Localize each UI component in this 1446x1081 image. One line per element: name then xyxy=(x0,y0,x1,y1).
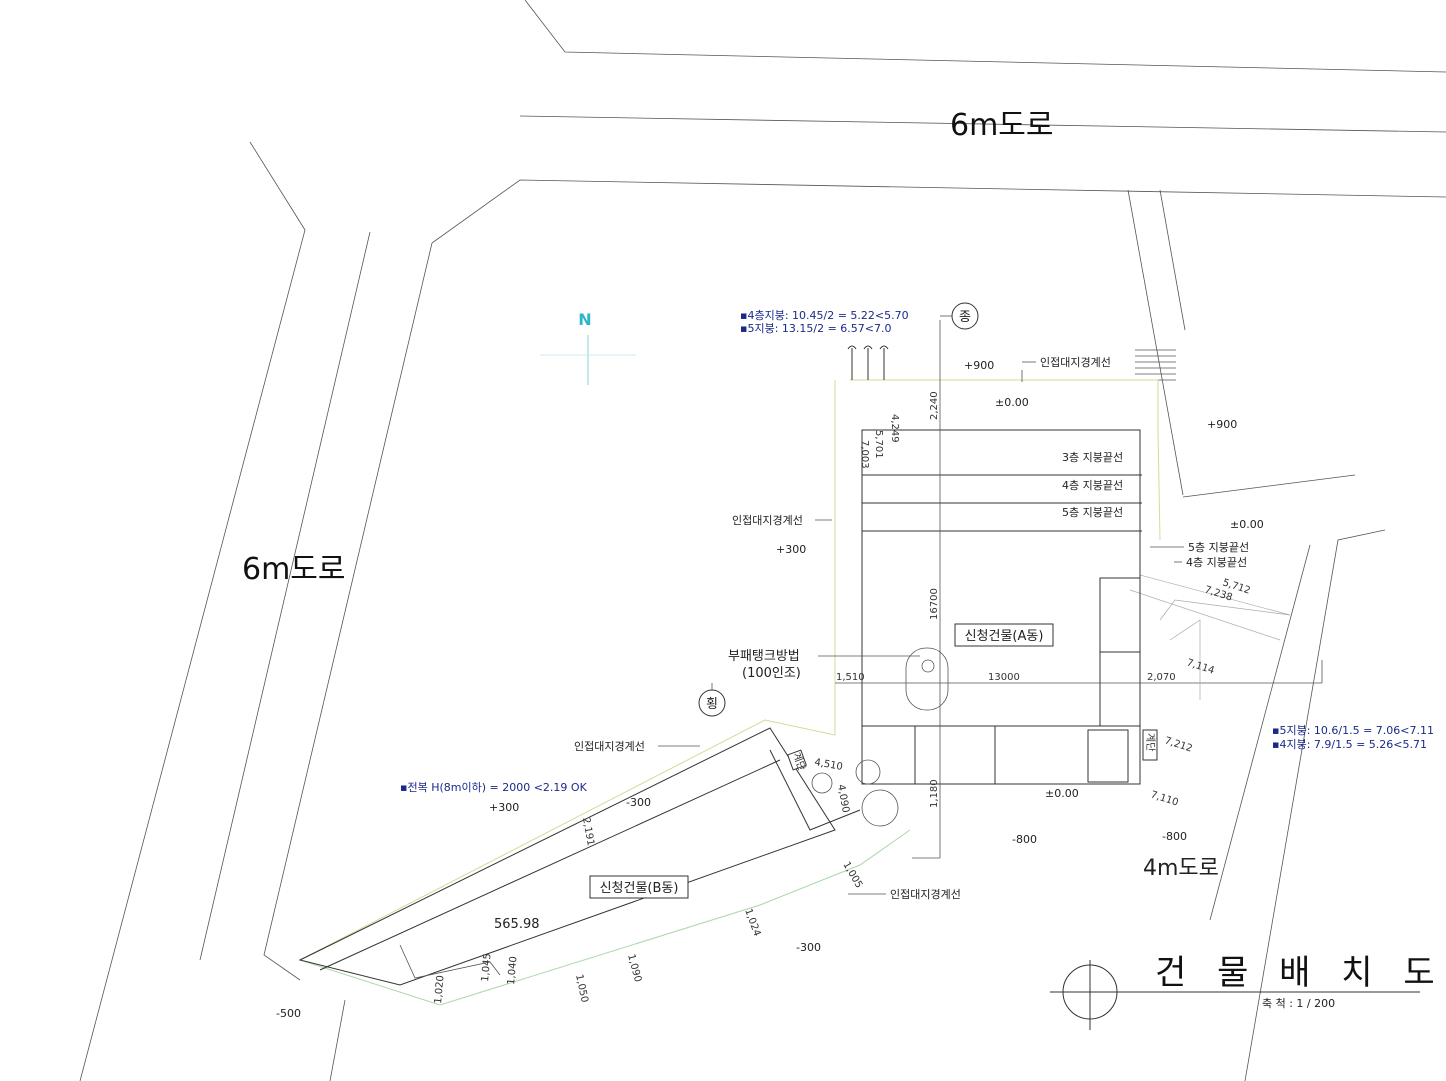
svg-text:16700: 16700 xyxy=(929,588,940,620)
entrance-steps xyxy=(1135,349,1176,381)
svg-text:+300: +300 xyxy=(776,543,806,556)
drawing-scale: 축 척 : 1 / 200 xyxy=(1262,997,1335,1010)
building-b-label: 신청건물(B동) xyxy=(589,875,689,899)
svg-text:-300: -300 xyxy=(796,941,821,954)
svg-text:1,090: 1,090 xyxy=(625,953,643,984)
title-block: 건 물 배 치 도 축 척 : 1 / 200 xyxy=(1050,953,1445,1030)
svg-text:13000: 13000 xyxy=(988,672,1020,683)
north-arrow: N xyxy=(540,310,636,385)
road-label-bottom-right: 4m도로 xyxy=(1143,856,1219,881)
road-label-left: 6m도로 xyxy=(242,552,346,587)
svg-text:2,191: 2,191 xyxy=(580,817,596,847)
roof-line-3: 3층 지붕끝선 xyxy=(1062,451,1123,464)
svg-text:1,045: 1,045 xyxy=(480,953,493,982)
svg-text:±0.00: ±0.00 xyxy=(995,396,1029,409)
svg-text:±0.00: ±0.00 xyxy=(1230,518,1264,531)
svg-text:1,050: 1,050 xyxy=(573,973,590,1003)
road-lines xyxy=(79,0,1446,1081)
svg-text:-800: -800 xyxy=(1012,833,1037,846)
svg-text:신청건물(A동): 신청건물(A동) xyxy=(965,629,1044,644)
svg-text:5,701: 5,701 xyxy=(873,430,884,459)
building-a-label: 신청건물(A동) xyxy=(954,623,1054,647)
svg-text:1,510: 1,510 xyxy=(836,672,865,683)
note-front: ▪전복 H(8m이하) = 2000 <2.19 OK xyxy=(400,780,588,794)
svg-text:+900: +900 xyxy=(1207,418,1237,431)
north-label: N xyxy=(578,310,591,329)
svg-text:4,249: 4,249 xyxy=(889,414,900,443)
stair-mark-b: 계단 xyxy=(787,749,808,772)
svg-text:-500: -500 xyxy=(276,1007,301,1020)
svg-text:4,510: 4,510 xyxy=(813,757,843,773)
roof-line-4b: 4층 지붕끝선 xyxy=(1186,556,1247,569)
roof-line-5b: 5층 지붕끝선 xyxy=(1188,541,1249,554)
note-setback-a1: ▪4층지붕: 10.45/2 = 5.22<5.70 xyxy=(740,309,909,322)
svg-text:4,090: 4,090 xyxy=(835,784,851,814)
svg-text:1,040: 1,040 xyxy=(506,956,519,985)
note-setback-a2: ▪5지붕: 13.15/2 = 6.57<7.0 xyxy=(740,322,892,335)
boundary-label-bottom: 인접대지경계선 xyxy=(890,888,961,901)
svg-text:1,020: 1,020 xyxy=(433,975,446,1004)
svg-text:±0.00: ±0.00 xyxy=(1045,787,1079,800)
roof-line-4: 4층 지붕끝선 xyxy=(1062,479,1123,492)
svg-text:2,070: 2,070 xyxy=(1147,672,1176,683)
svg-text:+300: +300 xyxy=(489,801,519,814)
section-marker-horizontal: 횡 xyxy=(698,689,726,717)
svg-text:-800: -800 xyxy=(1162,830,1187,843)
note-setback-b2: ▪4지붕: 7.9/1.5 = 5.26<5.71 xyxy=(1272,738,1427,751)
svg-text:+900: +900 xyxy=(964,359,994,372)
dimension-labels: 2,240 4,249 5,701 7,003 16700 13000 1,51… xyxy=(433,391,1252,1004)
level-markers: +900 ±0.00 +900 +300 ±0.00 ±0.00 +300 -3… xyxy=(276,359,1264,1020)
section-marker-vertical: 종 xyxy=(951,302,979,330)
svg-text:횡: 횡 xyxy=(706,697,718,712)
svg-text:종: 종 xyxy=(959,310,971,325)
building-b xyxy=(298,727,899,986)
svg-text:7,114: 7,114 xyxy=(1185,657,1216,676)
svg-text:7,212: 7,212 xyxy=(1163,735,1194,754)
septic-label-1: 부패탱크방법 xyxy=(728,649,800,664)
note-setback-b1: ▪5지붕: 10.6/1.5 = 7.06<7.11 xyxy=(1272,724,1434,737)
site-boundary xyxy=(299,379,1291,1006)
svg-text:7,110: 7,110 xyxy=(1149,789,1180,808)
svg-text:1,024: 1,024 xyxy=(742,907,762,938)
building-a xyxy=(835,320,1323,859)
boundary-label-lower-left: 인접대지경계선 xyxy=(574,740,645,753)
stair-mark-a: 계단 xyxy=(1142,729,1158,761)
svg-text:1,180: 1,180 xyxy=(929,779,940,808)
svg-text:계단: 계단 xyxy=(790,751,808,772)
septic-label-2: (100인조) xyxy=(742,666,801,681)
svg-text:7,003: 7,003 xyxy=(859,440,870,469)
drawing-title: 건 물 배 치 도 xyxy=(1155,953,1445,993)
svg-text:계단: 계단 xyxy=(1144,733,1156,751)
boundary-label-top: 인접대지경계선 xyxy=(1040,356,1111,369)
road-label-top: 6m도로 xyxy=(950,108,1054,143)
roof-line-5: 5층 지붕끝선 xyxy=(1062,506,1123,519)
svg-text:-300: -300 xyxy=(626,796,651,809)
building-b-area: 565.98 xyxy=(494,917,540,932)
svg-text:신청건물(B동): 신청건물(B동) xyxy=(600,881,679,896)
direction-ticks xyxy=(847,345,1023,382)
svg-text:2,240: 2,240 xyxy=(929,391,940,420)
boundary-label-left: 인접대지경계선 xyxy=(732,514,803,527)
